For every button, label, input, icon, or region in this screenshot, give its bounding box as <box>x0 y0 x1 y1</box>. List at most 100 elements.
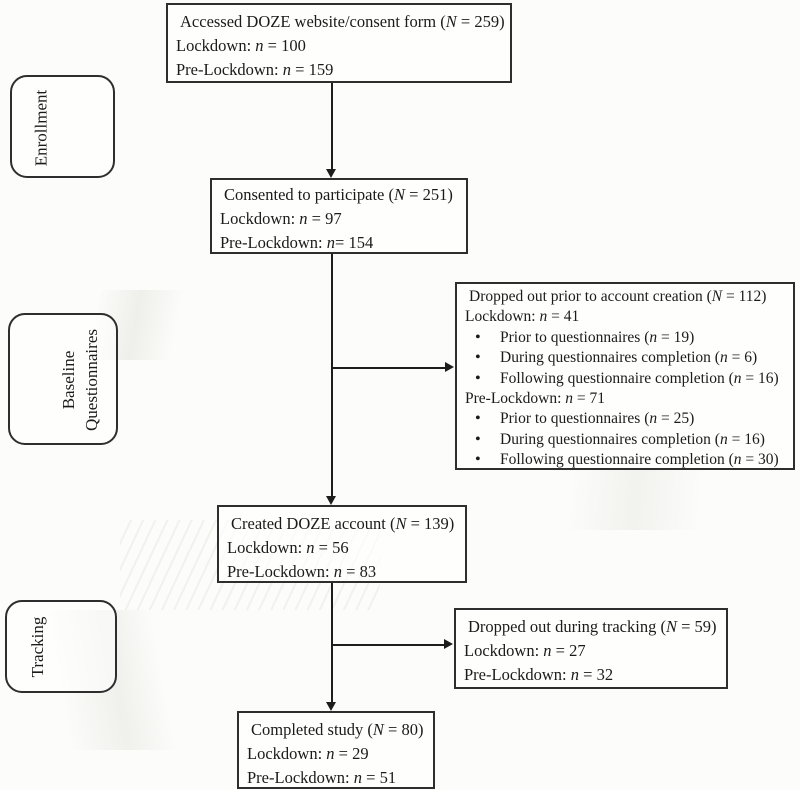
dropout-detail-item: Following questionnaire completion (n = … <box>457 449 793 470</box>
text-post: = 16) <box>741 369 779 387</box>
text-pre: Consented to participate ( <box>224 185 394 204</box>
stage-label-tracking: Tracking <box>28 616 47 678</box>
text-pre: Lockdown: <box>464 641 544 660</box>
arrow-created-to-completed-head <box>326 702 336 711</box>
box-dropped-during-tracking: Dropped out during tracking (N = 59) Loc… <box>454 608 728 689</box>
dropout-detail-item: Prior to questionnaires (n = 25) <box>457 408 793 429</box>
stat-symbol: n <box>719 349 728 367</box>
stat-symbol: n <box>299 209 308 228</box>
text-pre: Following questionnaire completion ( <box>500 451 734 469</box>
stat-symbol: n <box>255 36 264 55</box>
stat-symbol: n <box>649 410 658 428</box>
text-pre: Pre-Lockdown: <box>227 562 334 581</box>
box-dropped-before-account: Dropped out prior to account creation (N… <box>455 282 795 470</box>
pre-lockdown-count-line: Pre-Lockdown: n = 51 <box>239 766 433 790</box>
box-title-line: Created DOZE account (N = 139) <box>219 512 465 536</box>
lockdown-count-line: Lockdown: n = 56 <box>219 536 465 560</box>
stat-symbol: n <box>353 768 363 787</box>
text-pre: Lockdown: <box>220 209 300 228</box>
scan-artifact <box>470 470 800 530</box>
text-post: = 41 <box>547 308 580 326</box>
arrow-consented-to-created-line <box>331 254 333 497</box>
stat-symbol: n <box>282 60 292 79</box>
pre-lockdown-count-line: Pre-Lockdown: n = 83 <box>219 560 465 584</box>
lockdown-count-line: Lockdown: n = 29 <box>239 742 433 766</box>
stat-symbol: n <box>719 430 728 448</box>
text-post: = 259) <box>456 12 505 31</box>
text-pre: Lockdown: <box>465 308 540 326</box>
dropout-detail-item: Prior to questionnaires (n = 19) <box>457 327 793 348</box>
text-pre: Dropped out during tracking ( <box>468 617 666 636</box>
box-title-line: Dropped out prior to account creation (N… <box>457 287 793 307</box>
dropout-detail-item: During questionnaires completion (n = 6) <box>457 347 793 368</box>
text-post: = 27 <box>551 641 586 660</box>
text-post: = 32 <box>579 665 614 684</box>
stage-box-enrollment: Enrollment <box>10 75 115 178</box>
text-pre: Lockdown: <box>227 538 307 557</box>
arrow-branch-dropped-before-account-head <box>445 362 454 372</box>
text-post: = 30) <box>741 451 779 469</box>
text-pre: Pre-Lockdown: <box>247 768 354 787</box>
text-pre: Completed study ( <box>251 720 373 739</box>
stat-symbol: n <box>326 233 336 252</box>
text-post: = 112) <box>722 288 767 305</box>
stat-symbol: n <box>565 390 574 408</box>
box-completed-study: Completed study (N = 80) Lockdown: n = 2… <box>237 711 435 789</box>
pre-lockdown-count-line: Pre-Lockdown: n = 32 <box>456 663 726 687</box>
lockdown-count-line: Lockdown: n = 27 <box>456 639 726 663</box>
text-pre: Prior to questionnaires ( <box>500 328 650 346</box>
text-post: = 154 <box>335 233 374 252</box>
text-post: = 51 <box>362 768 397 787</box>
stat-symbol: n <box>539 308 548 326</box>
arrow-consented-to-created-head <box>326 496 336 505</box>
pre-lockdown-count-line: Pre-Lockdown: n = 159 <box>168 58 510 82</box>
arrow-accessed-to-consented-head <box>326 169 336 178</box>
text-post: = 100 <box>263 36 306 55</box>
arrow-branch-dropped-during-tracking-line <box>332 644 444 646</box>
box-created-account: Created DOZE account (N = 139) Lockdown:… <box>217 505 467 583</box>
lockdown-count-line: Lockdown: n = 41 <box>457 307 793 327</box>
text-post: = 139) <box>406 514 455 533</box>
text-post: = 16) <box>727 430 765 448</box>
dropout-detail-item: During questionnaires completion (n = 16… <box>457 429 793 450</box>
text-post: = 29 <box>334 744 369 763</box>
stat-symbol: n <box>543 641 552 660</box>
box-title-line: Consented to participate (N = 251) <box>212 183 466 207</box>
stat-symbol: n <box>306 538 315 557</box>
stage-label-baseline-questionnaires: Baseline Questionnaires <box>59 329 101 431</box>
stage-box-tracking: Tracking <box>5 600 117 693</box>
stat-symbol: n <box>326 744 335 763</box>
text-post: = 59) <box>676 617 717 636</box>
stat-symbol: n <box>333 562 343 581</box>
text-pre: Pre-Lockdown: <box>464 665 571 684</box>
arrow-created-to-completed-line <box>331 583 333 703</box>
text-pre: Created DOZE account ( <box>231 514 396 533</box>
box-title-line: Accessed DOZE website/consent form (N = … <box>168 10 510 34</box>
stat-symbol: N <box>372 720 384 739</box>
box-title-line: Dropped out during tracking (N = 59) <box>456 615 726 639</box>
text-pre: Pre-Lockdown: <box>176 60 283 79</box>
dropout-detail-item: Following questionnaire completion (n = … <box>457 368 793 389</box>
text-post: = 159 <box>291 60 334 79</box>
text-post: = 25) <box>657 410 695 428</box>
arrow-branch-dropped-during-tracking-head <box>444 639 453 649</box>
box-title-line: Completed study (N = 80) <box>239 718 433 742</box>
text-pre: Prior to questionnaires ( <box>500 410 650 428</box>
text-post: = 251) <box>405 185 453 204</box>
stat-symbol: n <box>649 328 658 346</box>
pre-lockdown-count-line: Pre-Lockdown: n = 71 <box>457 389 793 409</box>
text-pre: During questionnaires completion ( <box>500 430 720 448</box>
stage-label-enrollment: Enrollment <box>31 89 51 167</box>
text-pre: Dropped out prior to account creation ( <box>469 288 712 305</box>
stat-symbol: N <box>665 617 677 636</box>
stat-symbol: N <box>394 185 406 204</box>
stat-symbol: n <box>733 451 742 469</box>
text-pre: During questionnaires completion ( <box>500 349 720 367</box>
text-pre: Pre-Lockdown: <box>465 390 566 408</box>
stat-symbol: N <box>395 514 407 533</box>
text-pre: Pre-Lockdown: <box>220 233 327 252</box>
arrow-accessed-to-consented-line <box>331 82 333 170</box>
box-accessed-website: Accessed DOZE website/consent form (N = … <box>166 3 512 83</box>
text-pre: Following questionnaire completion ( <box>500 369 734 387</box>
